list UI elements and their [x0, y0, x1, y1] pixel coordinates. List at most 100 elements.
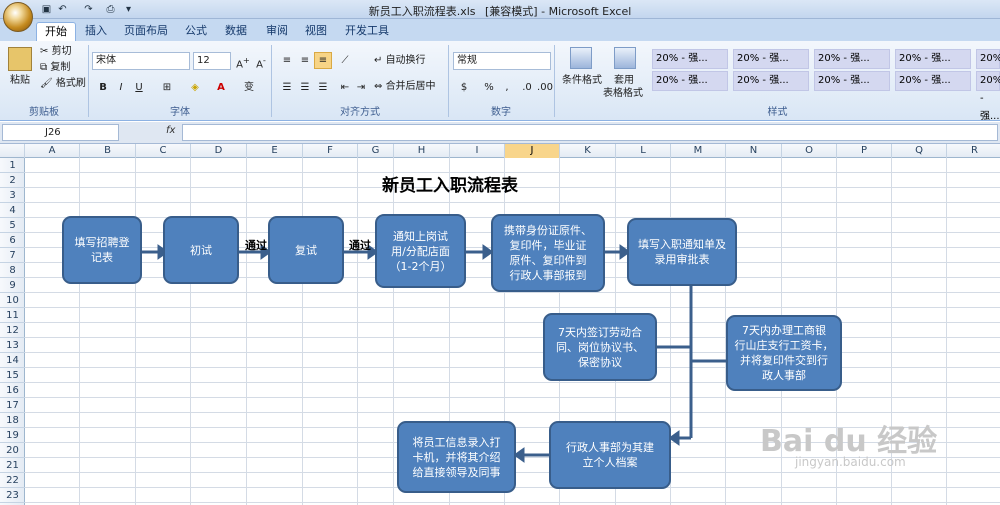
row-header-17[interactable]: 17 — [0, 398, 25, 413]
column-header-c[interactable]: C — [136, 144, 191, 158]
merge-center-button[interactable]: ⇔ 合并后居中 — [374, 81, 436, 92]
flow-node-report-documents[interactable]: 携带身份证原件、复印件，毕业证原件、复印件到行政人事部报到 — [491, 214, 605, 292]
cell-area[interactable]: 新员工入职流程表 通过 通过 填写招聘登记表 初试 复试 通知上岗试用/分配店面… — [25, 158, 1000, 505]
row-header-10[interactable]: 10 — [0, 293, 25, 308]
flow-node-attendance-entry[interactable]: 将员工信息录入打卡机，并将其介绍给直接领导及同事 — [397, 421, 516, 493]
italic-icon[interactable]: I — [119, 82, 123, 93]
increase-indent-icon[interactable]: ⇥ — [356, 82, 366, 93]
tab-home[interactable]: 开始 — [36, 22, 76, 41]
tab-page-layout[interactable]: 页面布局 — [124, 24, 168, 37]
align-middle-icon[interactable]: ≡ — [300, 55, 310, 66]
row-header-23[interactable]: 23 — [0, 488, 25, 503]
column-header-j[interactable]: J — [505, 144, 560, 158]
currency-icon[interactable]: $ — [460, 82, 468, 93]
cell-style-accent[interactable]: 20% - 强... — [733, 49, 809, 69]
format-as-table-button[interactable]: 套用 — [614, 75, 634, 86]
format-painter-button[interactable]: 🖌 格式刷 — [40, 78, 86, 89]
row-header-14[interactable]: 14 — [0, 353, 25, 368]
column-header-i[interactable]: I — [450, 144, 505, 158]
conditional-format-icon[interactable] — [570, 47, 592, 69]
column-header-n[interactable]: N — [726, 144, 782, 158]
row-header-21[interactable]: 21 — [0, 458, 25, 473]
tab-insert[interactable]: 插入 — [85, 24, 107, 37]
wrap-text-button[interactable]: ↵ 自动换行 — [374, 55, 426, 66]
column-header-f[interactable]: F — [303, 144, 358, 158]
copy-button[interactable]: ⧉ 复制 — [40, 62, 71, 73]
column-header-a[interactable]: A — [25, 144, 80, 158]
name-box[interactable]: J26 — [2, 124, 119, 141]
row-header-22[interactable]: 22 — [0, 473, 25, 488]
align-center-icon[interactable]: ☰ — [300, 82, 310, 93]
cell-style-accent[interactable]: 20% - 强... — [733, 71, 809, 91]
format-as-table-label[interactable]: 表格格式 — [603, 88, 643, 99]
row-header-4[interactable]: 4 — [0, 203, 25, 218]
select-all-button[interactable] — [0, 144, 25, 158]
column-header-k[interactable]: K — [560, 144, 616, 158]
align-left-icon[interactable]: ☰ — [282, 82, 292, 93]
orientation-icon[interactable]: ⟋ — [341, 55, 349, 66]
column-header-b[interactable]: B — [80, 144, 136, 158]
row-header-12[interactable]: 12 — [0, 323, 25, 338]
tab-developer[interactable]: 开发工具 — [345, 24, 389, 37]
flow-node-personnel-file[interactable]: 行政人事部为其建立个人档案 — [549, 421, 671, 489]
row-header-1[interactable]: 1 — [0, 158, 25, 173]
customize-quick-access-icon[interactable]: ▾ — [125, 4, 132, 15]
row-header-3[interactable]: 3 — [0, 188, 25, 203]
column-header-h[interactable]: H — [394, 144, 450, 158]
increase-decimal-icon[interactable]: .0 — [522, 82, 532, 93]
align-top-icon[interactable]: ≡ — [282, 55, 292, 66]
flow-node-second-interview[interactable]: 复试 — [268, 216, 344, 284]
column-header-q[interactable]: Q — [892, 144, 947, 158]
bold-icon[interactable]: B — [99, 82, 107, 93]
format-as-table-icon[interactable] — [614, 47, 636, 69]
cell-style-accent[interactable]: 20% - 强... — [814, 49, 890, 69]
column-header-o[interactable]: O — [782, 144, 837, 158]
save-icon[interactable]: ▣ — [41, 4, 52, 15]
column-header-g[interactable]: G — [358, 144, 394, 158]
row-header-7[interactable]: 7 — [0, 248, 25, 263]
cell-style-accent[interactable]: 20% - 强... — [895, 49, 971, 69]
cell-style-accent[interactable]: 20% - 强... — [652, 49, 728, 69]
align-right-icon[interactable]: ☰ — [318, 82, 328, 93]
column-header-d[interactable]: D — [191, 144, 247, 158]
office-button[interactable] — [3, 2, 33, 32]
tab-review[interactable]: 审阅 — [266, 24, 288, 37]
insert-function-icon[interactable]: fx — [166, 125, 176, 136]
row-header-18[interactable]: 18 — [0, 413, 25, 428]
row-header-11[interactable]: 11 — [0, 308, 25, 323]
paste-icon[interactable] — [8, 47, 32, 71]
comma-icon[interactable]: , — [505, 82, 509, 93]
flow-node-application-form[interactable]: 填写招聘登记表 — [62, 216, 142, 284]
shrink-font-icon[interactable]: A- — [256, 55, 266, 71]
row-header-2[interactable]: 2 — [0, 173, 25, 188]
row-header-15[interactable]: 15 — [0, 368, 25, 383]
font-size-select[interactable]: 12 — [193, 52, 231, 70]
flow-node-first-interview[interactable]: 初试 — [163, 216, 239, 284]
paste-button[interactable]: 粘贴 — [10, 75, 30, 86]
grow-font-icon[interactable]: A+ — [236, 55, 250, 71]
column-header-l[interactable]: L — [616, 144, 671, 158]
column-header-p[interactable]: P — [837, 144, 892, 158]
cell-style-accent[interactable]: 20% — [976, 49, 1000, 69]
align-bottom-icon[interactable]: ≡ — [314, 52, 332, 69]
formula-input[interactable] — [182, 124, 998, 141]
flow-node-salary-card[interactable]: 7天内办理工商银行山庄支行工资卡，并将复印件交到行政人事部 — [726, 315, 842, 391]
font-name-select[interactable]: 宋体 — [92, 52, 190, 70]
column-header-e[interactable]: E — [247, 144, 303, 158]
row-header-16[interactable]: 16 — [0, 383, 25, 398]
decrease-indent-icon[interactable]: ⇤ — [340, 82, 350, 93]
undo-icon[interactable]: ↶ — [58, 4, 67, 15]
row-header-19[interactable]: 19 — [0, 428, 25, 443]
percent-icon[interactable]: % — [484, 82, 494, 93]
tab-data[interactable]: 数据 — [225, 24, 247, 37]
column-header-r[interactable]: R — [947, 144, 1000, 158]
number-format-select[interactable]: 常规 — [453, 52, 551, 70]
underline-icon[interactable]: U — [135, 82, 143, 93]
flow-node-entry-approval[interactable]: 填写入职通知单及录用审批表 — [627, 218, 737, 286]
row-header-8[interactable]: 8 — [0, 263, 25, 278]
row-header-13[interactable]: 13 — [0, 338, 25, 353]
cell-style-accent[interactable]: 20% - 强... — [976, 71, 1000, 122]
row-header-6[interactable]: 6 — [0, 233, 25, 248]
row-header-5[interactable]: 5 — [0, 218, 25, 233]
